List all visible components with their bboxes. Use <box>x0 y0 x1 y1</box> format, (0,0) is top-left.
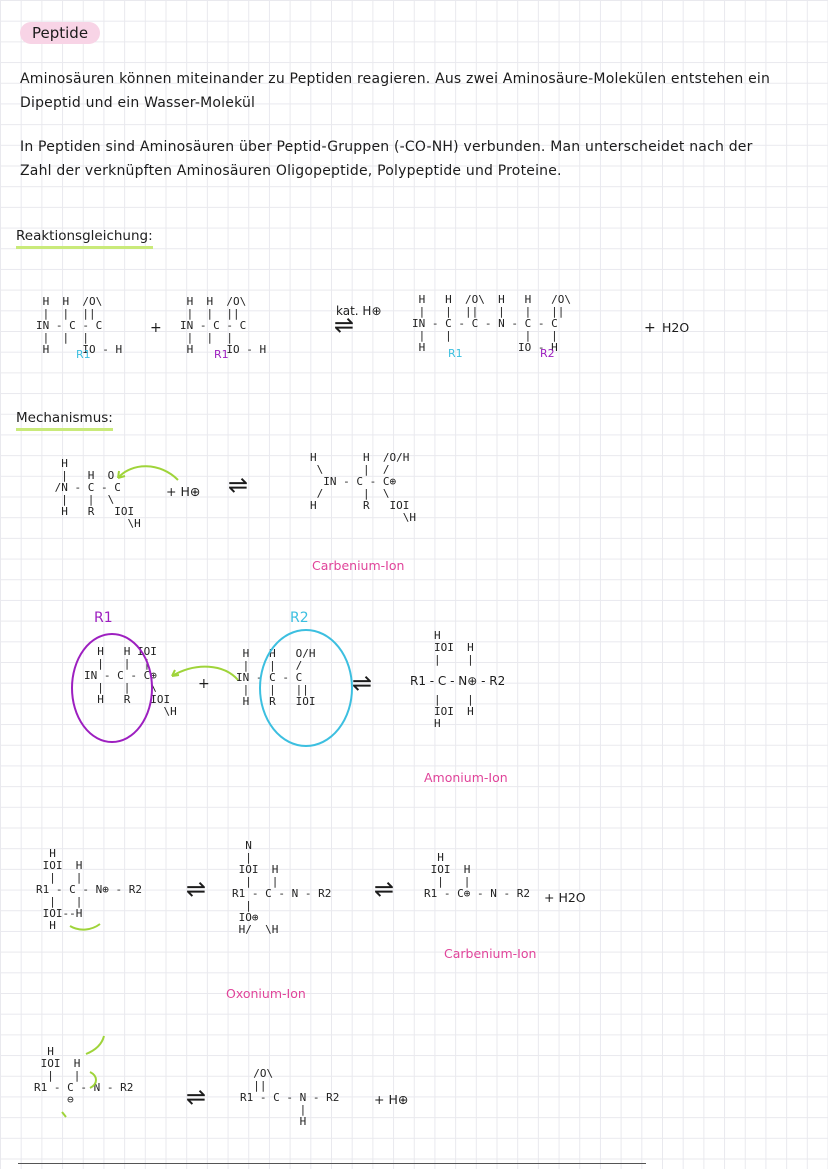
mechanism-step3-oxonium: N | IOI H | | R1 - C - N - R2 | IO⊕ H/ \… <box>232 839 332 936</box>
reaction-plus-2: + <box>644 320 656 336</box>
mechanism-step4-carbenium: H IOI H | | R1 - C - N - R2 ⊖ <box>34 1045 134 1106</box>
mechanism-step3-ammonium: H IOI H | | R1 - C - N⊕ - R2 | | IOI--H … <box>36 847 142 932</box>
equilibrium-arrow-reaction: ⇌ <box>334 311 355 339</box>
amino-acid-1-residue: R1 <box>76 348 91 361</box>
mechanism-step2-plus: + <box>198 676 210 692</box>
dipeptide-structure: H H /O\ H H /O\ | | || | | || IN - C - C… <box>412 293 571 354</box>
mechanism-step1-proton: + H⊕ <box>166 484 201 499</box>
catalyst-label: kat. H⊕ <box>336 304 382 318</box>
amino-acid-1-structure: H H /O\ | | || IN - C - C | | | H IO - H <box>36 295 123 356</box>
mechanism-heading: Mechanismus: <box>16 410 113 431</box>
water-product: H2O <box>662 320 690 335</box>
mechanism-step2-cation: H H IOI | | | IN - C - C⊕ | | \ H R IOI … <box>84 645 177 718</box>
definition-line-1: In Peptiden sind Aminosäuren über Peptid… <box>20 139 753 155</box>
page-title: Peptide <box>20 22 101 44</box>
mechanism-step4-dipeptide: /O\ || R1 - C - N - R2 | H <box>240 1067 340 1128</box>
equilibrium-arrow-step3a: ⇌ <box>186 875 207 903</box>
equilibrium-arrow-step3b: ⇌ <box>374 875 395 903</box>
reaction-plus-1: + <box>150 320 162 336</box>
oxonium-ion-label: Oxonium-Ion <box>226 986 306 1001</box>
curved-arrow-step4-bottom <box>61 1111 67 1118</box>
carbenium-ion-label: Carbenium-Ion <box>312 558 405 573</box>
dipeptide-residue-1: R1 <box>448 347 463 360</box>
mechanism-step1-cation: H H /O/H \ | / IN - C - C⊕ / | \ H R IOI… <box>310 451 416 524</box>
ammonium-top-part: H IOI H | | <box>434 629 474 666</box>
ammonium-ion-label: Amonium-Ion <box>424 770 508 785</box>
definition-line-2: Zahl der verknüpften Aminosäuren Oligope… <box>20 163 562 179</box>
mechanism-step2-amino-acid: H H O/H | | / IN - C - C | | || H R IOI <box>236 647 316 708</box>
mechanism-step1-amino-acid: H | H O /N - C - C | | \ H R IOI \H <box>54 457 141 530</box>
carbenium-ion-label-2: Carbenium-Ion <box>444 946 537 961</box>
equilibrium-arrow-step1: ⇌ <box>228 471 249 499</box>
r2-group-label: R2 <box>290 610 309 626</box>
footer-divider <box>18 1163 646 1164</box>
amino-acid-2-structure: H H /O\ | | || IN - C - C | | | H IO - H <box>180 295 267 356</box>
mechanism-step3-carbenium: H IOI H | | R1 - C⊕ - N - R2 <box>424 851 530 900</box>
dipeptide-residue-2: R2 <box>540 347 555 360</box>
equilibrium-arrow-step2: ⇌ <box>352 669 373 697</box>
reaction-heading: Reaktionsgleichung: <box>16 228 153 249</box>
mechanism-step3-water: + H2O <box>544 890 586 905</box>
ammonium-bottom-part: | | IOI H H <box>434 693 474 730</box>
amino-acid-2-residue: R1 <box>214 348 229 361</box>
mechanism-step4-proton: + H⊕ <box>374 1092 409 1107</box>
r1-group-label: R1 <box>94 610 113 626</box>
equilibrium-arrow-step4: ⇌ <box>186 1083 207 1111</box>
ammonium-main-chain: R1 - C - N⊕ - R2 <box>410 674 506 688</box>
intro-line-2: Dipeptid und ein Wasser-Molekül <box>20 95 256 111</box>
intro-line-1: Aminosäuren können miteinander zu Peptid… <box>20 71 771 87</box>
